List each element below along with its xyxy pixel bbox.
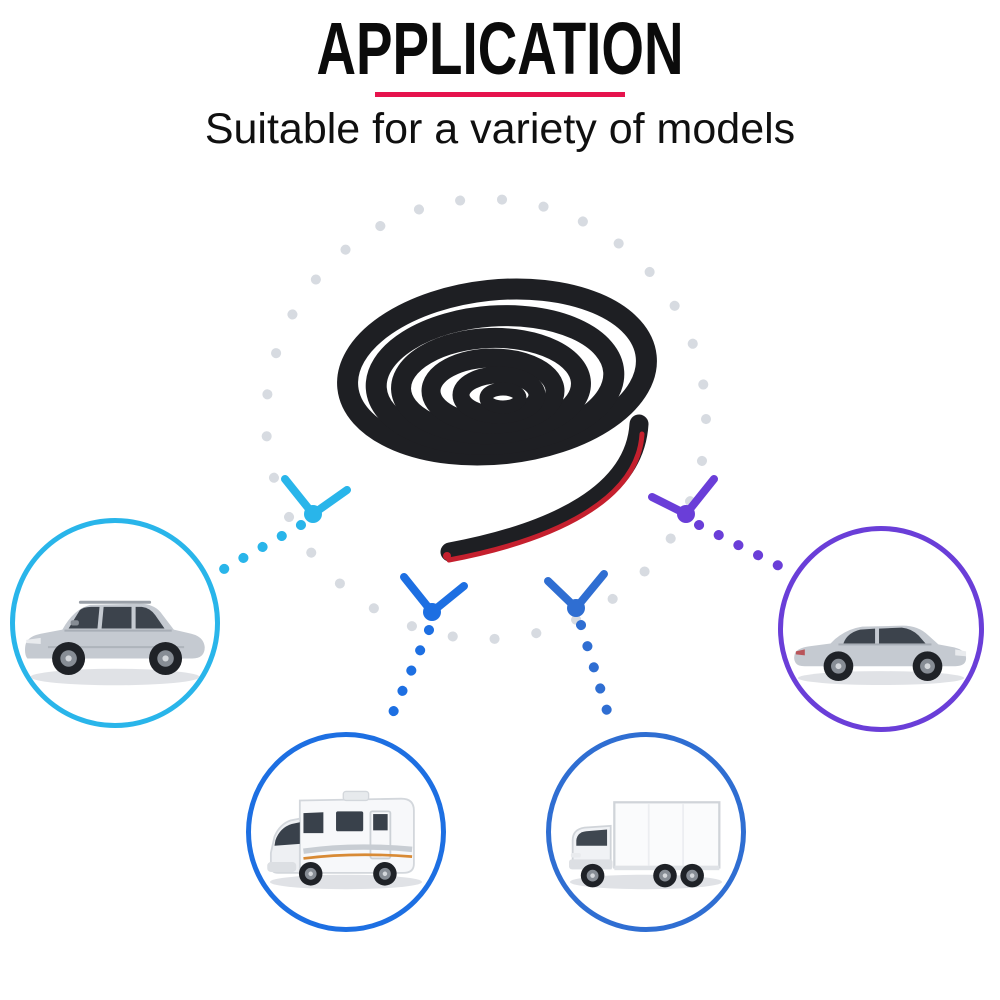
suv-icon: [24, 600, 205, 686]
connector-truck: [544, 570, 616, 729]
strip-cut-end: [443, 552, 451, 560]
header: APPLICATION Suitable for a variety of mo…: [0, 12, 1000, 154]
subtitle: Suitable for a variety of models: [204, 105, 796, 153]
rv-icon: [267, 790, 423, 889]
truck-icon: [569, 800, 723, 889]
page-title: APPLICATION: [316, 7, 684, 90]
dotted-ring: [261, 194, 711, 644]
connector-node: [304, 505, 322, 523]
sedan-icon: [794, 625, 967, 685]
connector-node: [567, 599, 585, 617]
adhesive-stripe: [446, 431, 645, 563]
seal-strip-image: [337, 278, 657, 563]
vehicle-circle-sedan: [778, 526, 984, 732]
vehicle-circle-truck: [546, 732, 746, 932]
connector-sedan: [648, 475, 792, 575]
seal-strip-coil: [337, 278, 657, 562]
connector-rv: [383, 573, 468, 729]
connector-node: [677, 505, 695, 523]
connector-suv: [219, 475, 351, 574]
vehicle-circle-suv: [10, 518, 220, 728]
connector-node: [423, 603, 441, 621]
title-underline: [375, 92, 625, 97]
vehicle-circle-rv: [246, 732, 446, 932]
